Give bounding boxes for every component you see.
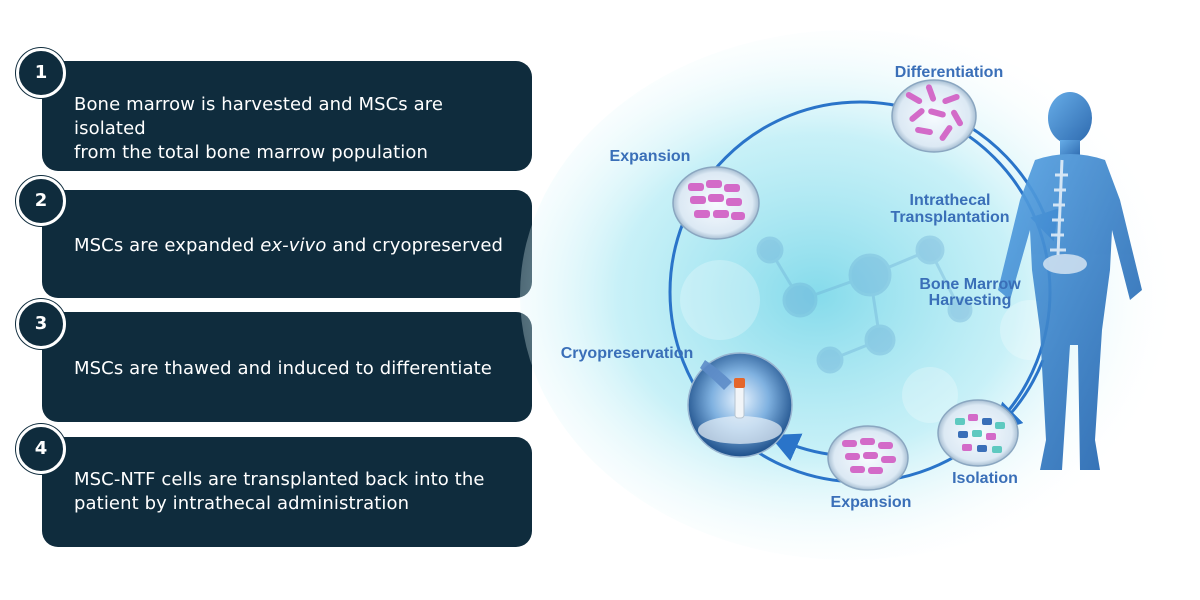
dish-isolation xyxy=(937,399,1019,467)
label-differentiation: Differentiation xyxy=(895,64,1003,81)
step-2-text-before: MSCs are expanded xyxy=(74,235,261,256)
label-isolation: Isolation xyxy=(952,470,1018,487)
label-cryopreservation: Cryopreservation xyxy=(561,345,694,362)
step-1-box: Bone marrow is harvested and MSCs are is… xyxy=(42,61,532,171)
step-1-line-2: from the total bone marrow population xyxy=(74,142,428,163)
step-2-text: MSCs are expanded ex-vivo and cryopreser… xyxy=(74,234,512,258)
label-expansion-bottom: Expansion xyxy=(831,494,912,511)
step-3-box: MSCs are thawed and induced to different… xyxy=(42,312,532,422)
step-2-text-after: and cryopreserved xyxy=(326,235,504,256)
step-4-box: MSC-NTF cells are transplanted back into… xyxy=(42,437,532,547)
label-bone-marrow-line-1: Bone Marrow xyxy=(919,276,1021,293)
step-4-line-1: MSC-NTF cells are transplanted back into… xyxy=(74,469,485,490)
step-2-box: MSCs are expanded ex-vivo and cryopreser… xyxy=(42,190,532,298)
dish-expansion-bottom xyxy=(827,425,909,491)
dish-differentiation xyxy=(891,79,977,153)
step-4-text: MSC-NTF cells are transplanted back into… xyxy=(74,468,512,516)
molecule-network xyxy=(756,235,973,374)
spine-icon xyxy=(1050,159,1068,256)
step-1-text: Bone marrow is harvested and MSCs are is… xyxy=(74,93,512,165)
pelvis-icon xyxy=(1043,254,1087,274)
cryo-vial-icon xyxy=(687,352,793,458)
label-intrathecal-line-1: Intrathecal xyxy=(910,192,991,209)
dish-expansion-top xyxy=(672,166,760,240)
step-3-badge: 3 xyxy=(16,299,66,349)
step-2-text-italic: ex-vivo xyxy=(260,235,327,256)
human-figure xyxy=(998,92,1142,470)
step-1-line-1: Bone marrow is harvested and MSCs are is… xyxy=(74,94,444,139)
step-4-line-2: patient by intrathecal administration xyxy=(74,493,410,514)
label-intrathecal-line-2: Transplantation xyxy=(890,209,1009,226)
label-expansion-top: Expansion xyxy=(610,148,691,165)
step-2-badge: 2 xyxy=(16,176,66,226)
step-4-badge: 4 xyxy=(16,424,66,474)
label-bone-marrow-line-2: Harvesting xyxy=(929,292,1012,309)
step-3-text: MSCs are thawed and induced to different… xyxy=(74,358,492,379)
step-1-badge: 1 xyxy=(16,48,66,98)
